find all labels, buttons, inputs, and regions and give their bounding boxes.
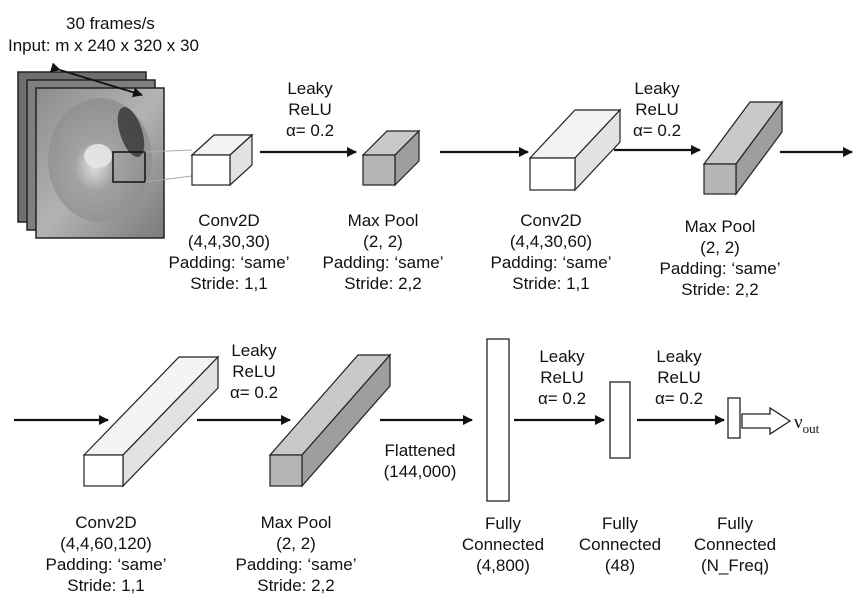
conv-block-1 bbox=[192, 135, 252, 185]
pool-block-3-front-face bbox=[270, 455, 302, 486]
input-frame-rate: 30 frames/s bbox=[66, 13, 155, 35]
dense-label-2: Fully Connected (48) bbox=[570, 513, 670, 576]
dense-layer-4800 bbox=[487, 339, 509, 501]
dense-layer-nfreq bbox=[728, 398, 740, 438]
conv-block-3-front-face bbox=[84, 455, 123, 486]
output-symbol: νout bbox=[794, 412, 820, 436]
layer-label-conv1: Conv2D (4,4,30,30) Padding: ‘same’ Strid… bbox=[154, 210, 304, 294]
conv-block-2-front-face bbox=[530, 158, 575, 190]
dense-layer-48 bbox=[610, 382, 630, 458]
pool-block-2-front-face bbox=[704, 164, 736, 194]
input-shape: Input: m x 240 x 320 x 30 bbox=[8, 35, 199, 57]
activation-label-4: Leaky ReLU α= 0.2 bbox=[522, 346, 602, 409]
output-arrow bbox=[742, 408, 790, 434]
pool-block-1 bbox=[363, 131, 419, 185]
layer-label-pool3: Max Pool (2, 2) Padding: ‘same’ Stride: … bbox=[221, 512, 371, 596]
activation-label-1: Leaky ReLU α= 0.2 bbox=[270, 78, 350, 141]
layer-label-conv2: Conv2D (4,4,30,60) Padding: ‘same’ Strid… bbox=[476, 210, 626, 294]
activation-label-2: Leaky ReLU α= 0.2 bbox=[617, 78, 697, 141]
dense-label-1: Fully Connected (4,800) bbox=[453, 513, 553, 576]
layer-label-pool2: Max Pool (2, 2) Padding: ‘same’ Stride: … bbox=[645, 216, 795, 300]
pool-block-1-front-face bbox=[363, 155, 395, 185]
layer-label-conv3: Conv2D (4,4,60,120) Padding: ‘same’ Stri… bbox=[26, 512, 186, 596]
conv-block-2 bbox=[530, 110, 620, 190]
conv-block-3 bbox=[84, 357, 218, 486]
activation-label-3: Leaky ReLU α= 0.2 bbox=[214, 340, 294, 403]
activation-label-5: Leaky ReLU α= 0.2 bbox=[639, 346, 719, 409]
eye-image bbox=[48, 98, 152, 222]
pool-block-2 bbox=[704, 102, 782, 194]
dense-label-3: Fully Connected (N_Freq) bbox=[685, 513, 785, 576]
conv-block-1-front-face bbox=[192, 155, 230, 185]
layer-label-pool1: Max Pool (2, 2) Padding: ‘same’ Stride: … bbox=[308, 210, 458, 294]
flatten-label: Flattened (144,000) bbox=[370, 440, 470, 482]
